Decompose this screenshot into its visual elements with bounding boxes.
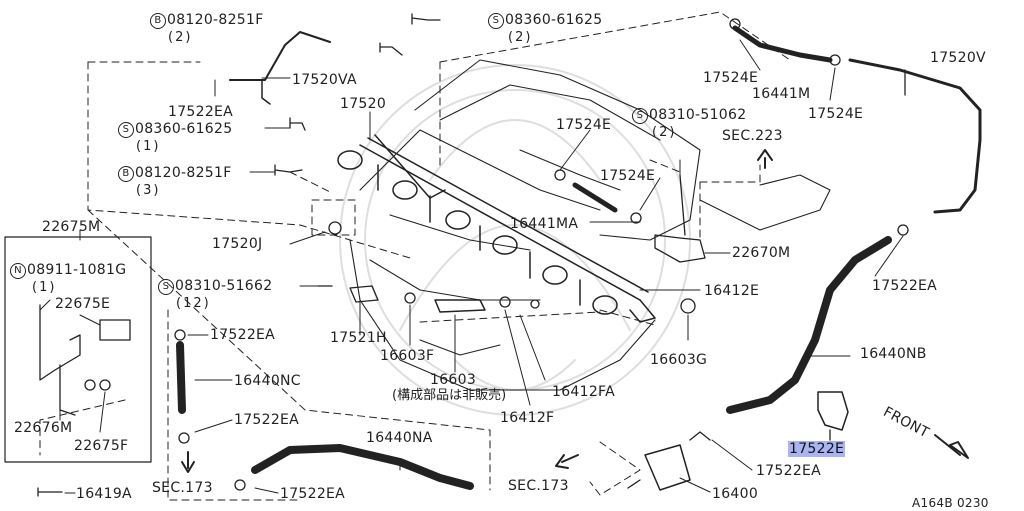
- callout-17522e[interactable]: 17522E: [788, 441, 846, 457]
- callout-16440nb[interactable]: 16440NB: [860, 346, 927, 362]
- callout-17521h[interactable]: 17521H: [330, 330, 387, 346]
- callout-sec-173[interactable]: SEC.173: [152, 480, 213, 496]
- callout-17520[interactable]: 17520: [340, 96, 387, 112]
- note-components-not-sold: (構成部品は非販売): [392, 388, 507, 403]
- callout-16603[interactable]: 16603: [430, 372, 477, 388]
- callout-17520j[interactable]: 17520J: [212, 236, 263, 252]
- b-circle-icon: B: [118, 166, 134, 182]
- callout-16441ma[interactable]: 16441MA: [510, 216, 579, 232]
- pipe-17520v: [848, 58, 982, 214]
- hose-16440na: [251, 444, 474, 490]
- callout-17520va[interactable]: 17520VA: [292, 72, 357, 88]
- box-22675m: [4, 236, 152, 463]
- callout-16440na[interactable]: 16440NA: [366, 430, 433, 446]
- callout-16412f[interactable]: 16412F: [500, 410, 555, 426]
- callout-qty: (2): [652, 125, 677, 140]
- callout-22675m[interactable]: 22675M: [42, 219, 101, 235]
- hose-16441ma: [572, 182, 618, 213]
- callout-16603f[interactable]: 16603F: [380, 348, 435, 364]
- callout-sec-173[interactable]: SEC.173: [508, 478, 569, 494]
- hose-16441m: [732, 25, 833, 63]
- callout-qty: (1): [32, 280, 57, 295]
- callout-16412e[interactable]: 16412E: [704, 283, 760, 299]
- bolt-16419a: [37, 487, 63, 497]
- callout-17524e[interactable]: 17524E: [556, 117, 612, 133]
- b-circle-icon: B: [150, 13, 166, 29]
- callout-17522ea[interactable]: 17522EA: [168, 104, 234, 120]
- s-circle-icon: S: [632, 108, 648, 124]
- s-circle-icon: S: [158, 279, 174, 295]
- callout-16412fa[interactable]: 16412FA: [552, 384, 615, 400]
- callout-17524e[interactable]: 17524E: [808, 106, 864, 122]
- diagram-code: A164B 0230: [912, 496, 989, 510]
- s-circle-icon: S: [488, 13, 504, 29]
- callout-qty: (12): [176, 296, 211, 311]
- hose-16440nb: [726, 236, 892, 414]
- callout-16441m[interactable]: 16441M: [752, 86, 811, 102]
- callout-qty: (3): [136, 183, 161, 198]
- callout-16603g[interactable]: 16603G: [650, 352, 708, 368]
- callout-qty: (2): [508, 30, 533, 45]
- regulator-22670m: [654, 234, 706, 263]
- callout-sec-223[interactable]: SEC.223: [722, 128, 783, 144]
- clamp-17522e: [817, 391, 849, 431]
- callout-22675e[interactable]: 22675E: [55, 296, 111, 312]
- dashed-group-lines: [39, 11, 791, 501]
- front-arrow: [934, 434, 969, 459]
- callout-16400[interactable]: 16400: [712, 486, 759, 502]
- fuel-filter-16400: [644, 444, 691, 491]
- callout-16419a[interactable]: 16419A: [76, 486, 132, 502]
- n-circle-icon: N: [10, 263, 26, 279]
- callout-17522ea[interactable]: 17522EA: [872, 278, 938, 294]
- callout-qty: (1): [136, 139, 161, 154]
- callout-17524e[interactable]: 17524E: [600, 168, 656, 184]
- highlighted-part-number: 17522E: [788, 441, 846, 457]
- callout-17522ea[interactable]: 17522EA: [756, 463, 822, 479]
- injector-16603: [434, 299, 486, 313]
- callout-22675f[interactable]: 22675F: [74, 438, 129, 454]
- s-circle-icon: S: [118, 122, 134, 138]
- callout-16440nc[interactable]: 16440NC: [234, 373, 301, 389]
- callout-17524e[interactable]: 17524E: [703, 70, 759, 86]
- leader-lines: [39, 39, 904, 494]
- callout-22676m[interactable]: 22676M: [14, 420, 73, 436]
- pipe-17520va: [229, 31, 331, 81]
- callout-qty: (2): [168, 30, 193, 45]
- callout-17520v[interactable]: 17520V: [930, 50, 986, 66]
- callout-22670m[interactable]: 22670M: [732, 245, 791, 261]
- hose-16440nc: [176, 341, 186, 414]
- fuel-rail-assembly: [337, 134, 656, 323]
- bolt-top: [411, 13, 441, 25]
- callout-17522ea[interactable]: 17522EA: [234, 412, 300, 428]
- callout-17522ea[interactable]: 17522EA: [280, 486, 346, 502]
- callout-17522ea[interactable]: 17522EA: [210, 327, 276, 343]
